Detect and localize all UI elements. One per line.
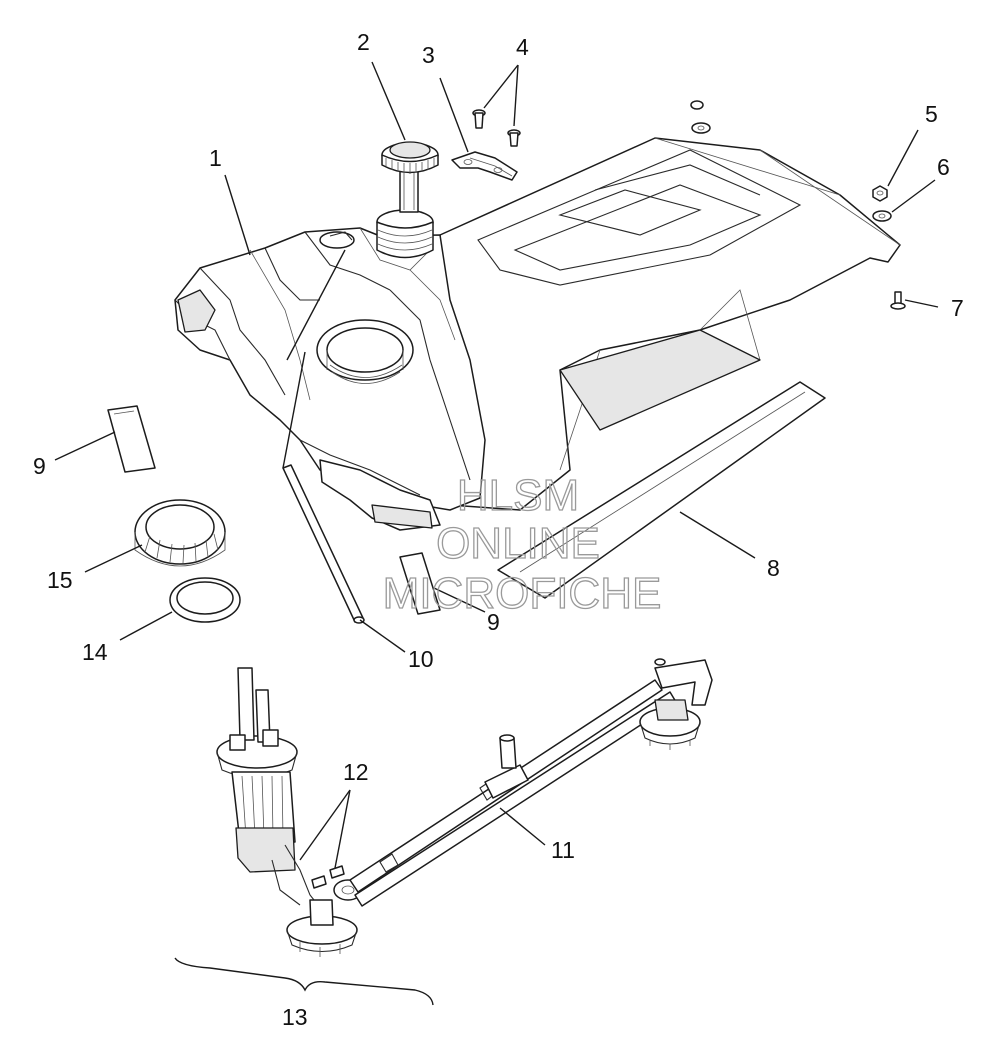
leader-12a (299, 789, 351, 861)
part-11-fuel-line[interactable] (349, 658, 713, 907)
part-7-bolt[interactable] (890, 291, 906, 310)
callout-3: 3 (422, 42, 435, 68)
leader-4b (513, 64, 519, 127)
callout-15: 15 (47, 567, 73, 593)
part-4-screws[interactable] (472, 109, 521, 147)
leader-3 (439, 77, 469, 153)
leader-12b (334, 789, 351, 869)
callout-11: 11 (551, 837, 575, 863)
watermark-line-1: HLSM (457, 471, 579, 520)
part-5-nut[interactable] (872, 185, 888, 202)
part-3-bracket[interactable] (451, 151, 518, 181)
watermark-line-3: MICROFICHE (383, 569, 662, 618)
watermark: HLSM ONLINE MICROFICHE (382, 470, 662, 618)
leader-10 (359, 619, 406, 653)
leader-9b (433, 587, 486, 613)
callout-4: 4 (516, 34, 529, 60)
callout-10: 10 (408, 646, 434, 672)
leader-14 (119, 611, 173, 641)
top-nut-washer[interactable] (690, 100, 711, 134)
leader-11 (499, 807, 546, 846)
part-14-seal[interactable] (169, 577, 241, 623)
leader-6 (891, 179, 936, 213)
callout-12: 12 (343, 759, 369, 785)
part-9-pad-left[interactable] (107, 405, 156, 473)
part-1-fuel-tank[interactable] (174, 137, 901, 531)
part-9-pad-right[interactable] (399, 552, 441, 615)
leader-7 (904, 299, 939, 308)
callout-5: 5 (925, 101, 938, 127)
callout-1: 1 (209, 145, 222, 171)
callout-8: 8 (767, 555, 780, 581)
leader-lines (54, 61, 939, 1006)
leader-2 (371, 61, 406, 141)
part-2-fuel-cap[interactable] (381, 141, 439, 213)
callout-7: 7 (951, 295, 964, 321)
watermark-line-2: ONLINE (436, 519, 600, 568)
leader-9a (54, 431, 116, 461)
tank-pad-line-b (286, 249, 346, 361)
part-13-fuel-pump-assembly[interactable] (216, 667, 363, 957)
part-8-tank-pad[interactable] (497, 381, 826, 599)
leader-4a (483, 64, 519, 109)
callout-labels: 1 2 3 4 5 6 7 8 9 9 10 11 12 13 14 15 (33, 29, 964, 1030)
bracket-13 (174, 957, 434, 1006)
leader-15 (84, 544, 143, 573)
callout-13: 13 (282, 1004, 308, 1030)
callout-6: 6 (937, 154, 950, 180)
callout-2: 2 (357, 29, 370, 55)
callout-9-right: 9 (487, 609, 500, 635)
part-6-washer[interactable] (872, 210, 892, 222)
callout-14: 14 (82, 639, 108, 665)
leader-5 (887, 129, 919, 187)
leader-1 (224, 174, 251, 256)
callout-9-left: 9 (33, 453, 46, 479)
part-15-lock-ring[interactable] (134, 499, 226, 567)
leader-8 (679, 511, 756, 559)
tank-pad-line-a (282, 351, 306, 469)
